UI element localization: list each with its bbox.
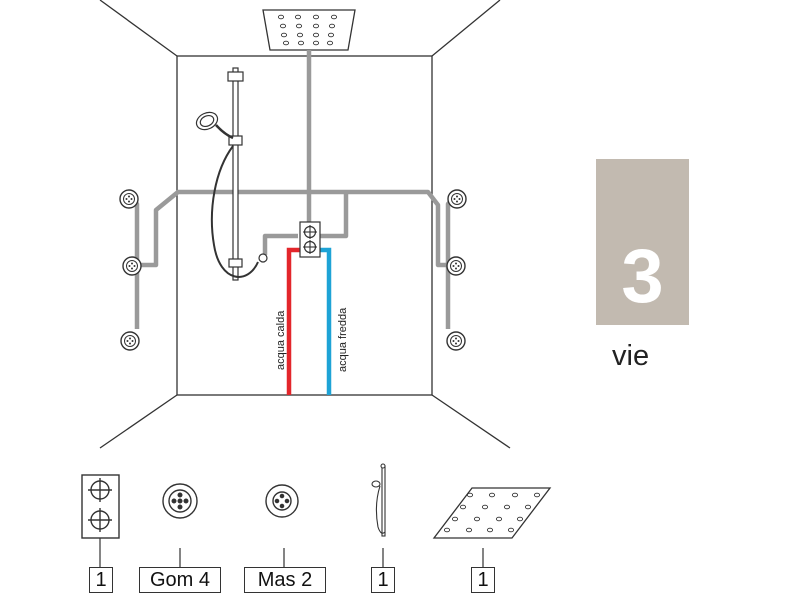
- legend-mas-jet-icon: [265, 484, 299, 518]
- legend-hand-shower-icon: [371, 463, 386, 537]
- slide-bar-hand-shower: [195, 67, 268, 281]
- wall-mixer: [299, 221, 321, 258]
- legend-connectors: [99, 538, 484, 567]
- legend-overhead-icon: [432, 487, 552, 539]
- ways-count-number: 3: [621, 234, 664, 319]
- overhead-shower-head: [262, 9, 356, 51]
- quantity-gom-jet: Gom 4: [139, 567, 221, 593]
- room-outline: [99, 0, 511, 449]
- legend-mixer-icon: [81, 474, 120, 539]
- ways-caption: vie: [612, 340, 650, 372]
- quantity-mas-jet: Mas 2: [244, 567, 326, 593]
- quantity-hand-shower: 1: [371, 567, 395, 593]
- back-wall: [176, 55, 433, 396]
- legend-gom-jet-icon: [162, 483, 198, 519]
- quantity-mixer: 1: [89, 567, 113, 593]
- jet-icon: [447, 189, 467, 209]
- cold-water-pipe: [316, 247, 332, 395]
- jet-icon: [120, 331, 140, 351]
- cold-water-label: acqua fredda: [337, 307, 349, 372]
- jet-icon: [446, 256, 466, 276]
- jet-icon: [119, 189, 139, 209]
- hot-water-pipe: [286, 247, 303, 395]
- jet-icon: [122, 256, 142, 276]
- grey-pipes: [131, 50, 455, 329]
- quantity-overhead-shower: 1: [471, 567, 495, 593]
- jet-icon: [446, 331, 466, 351]
- ways-count-badge: 3: [596, 159, 689, 325]
- side-jets: [119, 189, 467, 351]
- hot-water-label: acqua calda: [275, 310, 287, 370]
